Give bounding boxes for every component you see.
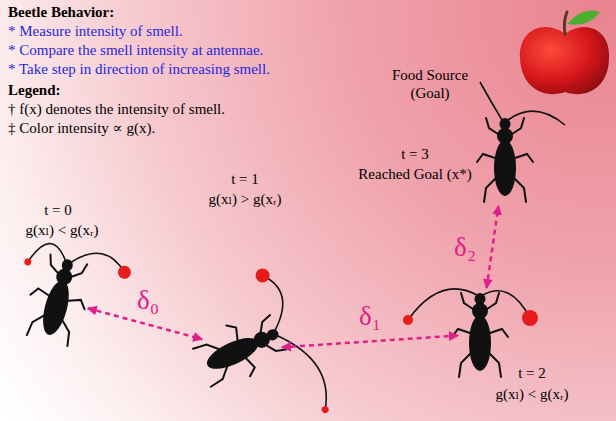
behavior-item: * Compare the smell intensity at antenna…: [8, 41, 263, 59]
legend-text: † f(x) denotes the intensity of smell.: [8, 101, 225, 117]
legend-heading: Legend:: [8, 81, 61, 99]
time-step: t = 1: [231, 170, 259, 188]
legend-entry: ‡ Color intensity ∝ g(x).: [8, 119, 155, 137]
time-step: t = 3: [401, 145, 429, 163]
beetle: [6, 235, 134, 357]
legend-entry: † f(x) denotes the intensity of smell.: [8, 100, 225, 118]
beetle-node: t = 0g(xₗ) < g(xᵣ): [38, 258, 84, 344]
step-arrow: [487, 206, 499, 288]
smell-comparison: g(xₗ) > g(xᵣ): [208, 190, 281, 208]
behavior-heading: Beetle Behavior:: [8, 3, 114, 21]
beetle: [174, 264, 337, 421]
goal-label: Food Source (Goal): [382, 66, 478, 102]
step-arrow: [282, 335, 458, 347]
smell-comparison: Reached Goal (x*): [358, 165, 471, 183]
time-step: t = 0: [44, 201, 72, 219]
step-length: δ₁: [359, 301, 381, 331]
beetle: [477, 82, 565, 202]
apple: [520, 11, 609, 95]
behavior-item: * Measure intensity of smell.: [8, 22, 183, 40]
beetle-node: t = 1g(xₗ) > g(xᵣ): [206, 326, 278, 374]
beetle-node: t = 3Reached Goal (x*): [487, 118, 523, 202]
step-length: δ₂: [454, 232, 476, 262]
smell-comparison: g(xₗ) < g(xᵣ): [495, 385, 568, 403]
smell-comparison: g(xₗ) < g(xᵣ): [25, 221, 98, 239]
beetle-node: t = 2g(xₗ) < g(xᵣ): [462, 292, 498, 376]
legend-text: ‡ Color intensity ∝ g(x).: [8, 120, 155, 136]
time-step: t = 2: [518, 364, 546, 382]
step-length: δ₀: [137, 285, 159, 315]
behavior-item: * Take step in direction of increasing s…: [8, 60, 270, 78]
beetle: [403, 289, 538, 377]
